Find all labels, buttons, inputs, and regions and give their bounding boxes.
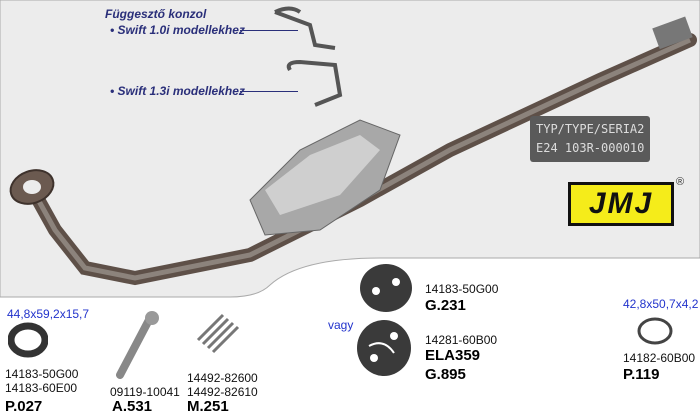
part-ref: ELA359: [425, 347, 481, 364]
spring-image: [196, 313, 240, 354]
rubber-hanger-image: [360, 264, 412, 312]
part-ref: A.531: [112, 398, 153, 415]
part-ref: P.027: [5, 398, 43, 415]
type-plate-line2: E24 103R-000010: [536, 141, 645, 155]
part-ref: G.895: [425, 366, 466, 383]
callout-line: [240, 30, 298, 31]
part-ref: G.231: [425, 297, 466, 314]
sealing-ring-image: [637, 317, 673, 345]
part-code: 14281-60B00: [425, 333, 498, 347]
part-code: 14183-60E00: [5, 381, 78, 395]
part-code: 14492-82600: [187, 371, 258, 385]
bracket-swift-10-label: • Swift 1.0i modellekhez: [110, 23, 245, 37]
part-ref: P.119: [623, 366, 660, 383]
part-ref: M.251: [187, 398, 229, 415]
rubber-hanger-image: [357, 320, 411, 376]
part-code: 14183-50G00: [425, 282, 499, 296]
part-code: 09119-10041: [110, 385, 180, 399]
part-code: 14182-60B00: [623, 351, 696, 365]
type-plate: TYP/TYPE/SERIA2 E24 103R-000010: [530, 116, 651, 162]
part-code: 14492-82610: [187, 385, 258, 399]
bolt-image: [116, 311, 159, 379]
gasket-image: [8, 322, 48, 358]
bracket-swift-13-label: • Swift 1.3i modellekhez: [110, 84, 245, 98]
callout-line: [240, 91, 298, 92]
registered-mark: ®: [676, 176, 685, 188]
gasket-dimensions: 44,8x59,2x15,7: [7, 307, 90, 321]
exhaust-pipe-image: [9, 6, 697, 286]
type-plate-line1: TYP/TYPE/SERIA2: [536, 122, 645, 136]
bracket-title: Függesztő konzol: [105, 7, 207, 21]
jmj-logo: JMJ: [568, 182, 674, 226]
ring-dimensions: 42,8x50,7x4,2: [623, 297, 699, 311]
or-label: vagy: [328, 318, 354, 332]
part-code: 14183-50G00: [5, 367, 79, 381]
